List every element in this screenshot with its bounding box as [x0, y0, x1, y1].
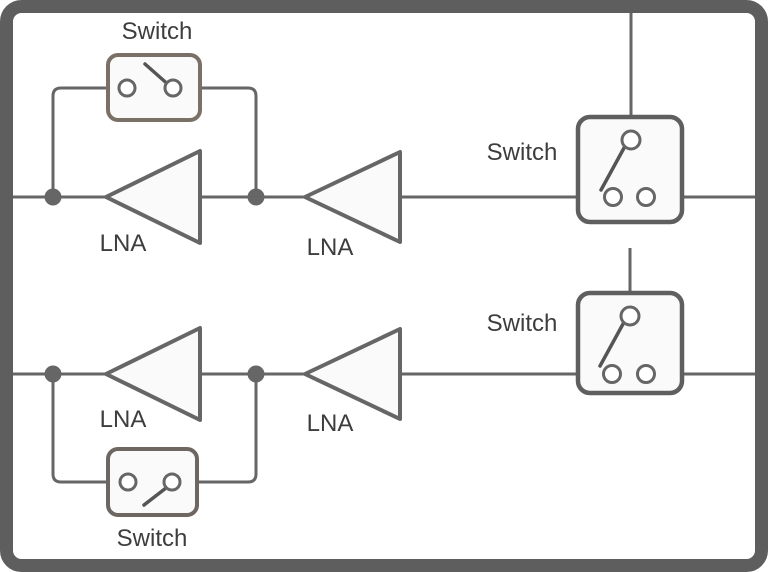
- switch-contact-left: [118, 472, 138, 492]
- switch-pole-contact: [620, 129, 642, 151]
- lna-triangle-icon: [303, 150, 402, 244]
- lna-triangle-icon: [303, 327, 402, 421]
- switch-lever-icon: [598, 322, 625, 368]
- bypass-switch-box: [106, 53, 202, 122]
- switch-contact-left: [603, 187, 623, 207]
- lna-label: LNA: [100, 406, 147, 433]
- switch-contact-right: [636, 364, 656, 384]
- junction-dot: [44, 188, 62, 206]
- switch-contact-left: [602, 364, 622, 384]
- lna-label: LNA: [307, 234, 354, 261]
- lna-top-second: LNA: [303, 150, 402, 261]
- junction-dot: [247, 188, 265, 206]
- bypass-switch-top: Switch: [106, 18, 202, 122]
- signal-path-top: Switch LNA LNA Switch: [8, 10, 760, 261]
- wire-top-bypass-right: [181, 86, 258, 197]
- wire-bottom-bypass-right: [181, 374, 258, 484]
- lna-triangle-icon: [104, 149, 202, 245]
- selector-switch-label: Switch: [487, 310, 558, 337]
- lna-top-first: LNA: [100, 149, 202, 257]
- switch-contact-right: [162, 472, 182, 492]
- signal-path-bottom: Switch LNA LNA Switch: [8, 248, 760, 552]
- switch-lever-icon: [142, 486, 168, 507]
- wire-bottom-bypass-left: [51, 374, 120, 484]
- lna-label: LNA: [100, 230, 147, 257]
- switch-lever-icon: [599, 146, 626, 192]
- switch-contact-right: [163, 78, 183, 98]
- bypass-switch-bottom: Switch: [106, 447, 199, 552]
- lna-bottom-first: LNA: [100, 326, 202, 433]
- switch-lever-icon: [143, 62, 169, 85]
- switch-contact-left: [117, 78, 137, 98]
- bypass-switch-label: Switch: [122, 18, 193, 45]
- junction-dot: [247, 365, 265, 383]
- lna-label: LNA: [307, 410, 354, 437]
- lna-bottom-second: LNA: [303, 327, 402, 437]
- switch-pole-contact: [619, 305, 641, 327]
- bypass-switch-box: [106, 447, 199, 517]
- lna-triangle-icon: [104, 326, 202, 422]
- switch-contact-right: [636, 187, 656, 207]
- selector-switch-label: Switch: [487, 139, 558, 166]
- bypass-switch-label: Switch: [117, 525, 188, 552]
- wire-top-bypass-left: [51, 86, 119, 197]
- junction-dot: [44, 365, 62, 383]
- selector-switch-bottom: Switch: [487, 248, 685, 396]
- selector-switch-top: Switch: [487, 10, 685, 225]
